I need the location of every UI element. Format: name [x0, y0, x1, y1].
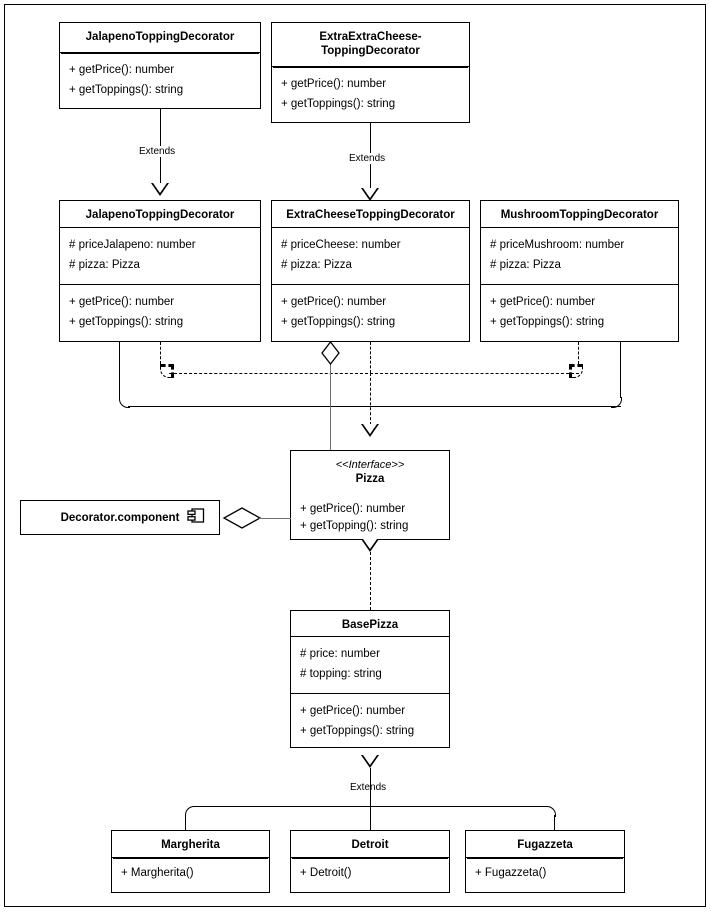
method-row: + getTopping(): string — [300, 520, 409, 532]
aggregation-diamond-extra-cheese — [320, 341, 341, 365]
edge-label-extends-base-pizza: Extends — [347, 782, 390, 793]
component-icon-shape — [187, 507, 205, 523]
class-name-extra-cheese-topping-decorator: ExtraCheeseToppingDecorator — [272, 201, 469, 228]
component-icon — [187, 507, 205, 528]
class-methods-extra-cheese-topping-decorator: + getPrice(): number + getToppings(): st… — [272, 285, 469, 341]
class-box-extra-cheese-topping-decorator[interactable]: ExtraCheeseToppingDecorator # priceChees… — [271, 200, 470, 342]
class-name-base-pizza: BasePizza — [291, 611, 449, 637]
class-box-mushroom-topping-decorator[interactable]: MushroomToppingDecorator # priceMushroom… — [480, 200, 679, 342]
realize-drop-to-pizza — [370, 373, 371, 425]
realize-corner-left — [160, 364, 174, 378]
class-box-base-pizza[interactable]: BasePizza # price: number # topping: str… — [290, 610, 450, 748]
realize-stub-jalapeno — [160, 342, 161, 364]
component-association-line — [259, 518, 291, 519]
component-box-decorator-component[interactable]: Decorator.component — [20, 500, 220, 535]
attribute-row: # priceJalapeno: number — [69, 239, 196, 251]
class-name-fugazzeta: Fugazzeta — [466, 831, 624, 858]
method-row: + getToppings(): string — [490, 316, 605, 328]
method-row: + getToppings(): string — [69, 84, 184, 96]
edge-label-extends-extra-cheese: Extends — [346, 153, 389, 164]
method-row: + Margherita() — [121, 867, 194, 879]
interface-name: Pizza — [355, 473, 385, 485]
class-box-jalapeno-topping-decorator[interactable]: JalapenoToppingDecorator # priceJalapeno… — [59, 200, 261, 342]
realize-stub-extra-cheese — [370, 342, 371, 373]
class-methods-extra-extra-cheese-topping-decorator: + getPrice(): number + getToppings(): st… — [272, 67, 469, 123]
class-box-pizza-interface[interactable]: <<Interface>> Pizza + getPrice(): number… — [290, 450, 450, 540]
class-attributes-extra-cheese-topping-decorator: # priceCheese: number # pizza: Pizza — [272, 228, 469, 285]
diamond-shape — [321, 341, 340, 365]
method-row: + getPrice(): number — [490, 296, 596, 308]
attribute-row: # pizza: Pizza — [69, 259, 140, 271]
aggregation-stub-left — [119, 342, 120, 398]
class-methods-base-pizza: + getPrice(): number + getToppings(): st… — [291, 694, 449, 750]
attribute-row: # topping: string — [300, 668, 382, 680]
class-methods-mushroom-topping-decorator: + getPrice(): number + getToppings(): st… — [481, 285, 678, 341]
page-border — [4, 4, 706, 907]
attribute-row: # price: number — [300, 648, 380, 660]
aggregation-diamond-component — [222, 506, 262, 530]
extends-bus-bottom — [194, 806, 546, 807]
class-name-mushroom-topping-decorator: MushroomToppingDecorator — [481, 201, 678, 228]
component-label: Decorator.component — [60, 511, 180, 524]
class-box-detroit[interactable]: Detroit + Detroit() — [290, 830, 450, 893]
method-row: + Fugazzeta() — [475, 867, 547, 879]
class-attributes-mushroom-topping-decorator: # priceMushroom: number # pizza: Pizza — [481, 228, 678, 285]
attribute-row: # priceMushroom: number — [490, 239, 625, 251]
class-name-extra-extra-cheese-topping-decorator: ExtraExtraCheese- ToppingDecorator — [272, 23, 469, 67]
method-row: + getPrice(): number — [281, 78, 387, 90]
aggregation-line-to-pizza — [330, 362, 331, 450]
extends-drop-margherita — [185, 815, 186, 830]
class-box-jalapeno-topping-decorator-top[interactable]: JalapenoToppingDecorator + getPrice(): n… — [59, 22, 261, 109]
method-row: + getPrice(): number — [281, 296, 387, 308]
edge-label-extends-jalapeno: Extends — [136, 146, 179, 157]
aggregation-stub-right — [620, 342, 621, 398]
extends-corner-right — [545, 806, 556, 817]
class-name-jalapeno-topping-decorator: JalapenoToppingDecorator — [60, 201, 260, 228]
attribute-row: # priceCheese: number — [281, 239, 401, 251]
class-box-fugazzeta[interactable]: Fugazzeta + Fugazzeta() — [465, 830, 625, 893]
class-methods-jalapeno-topping-decorator-top: + getPrice(): number + getToppings(): st… — [60, 53, 260, 109]
method-row: + Detroit() — [300, 867, 352, 879]
method-row: + getPrice(): number — [69, 64, 175, 76]
aggregation-bus — [128, 406, 621, 407]
method-row: + getPrice(): number — [300, 503, 406, 515]
class-name-margherita: Margherita — [112, 831, 269, 858]
aggregation-corner-left — [119, 397, 130, 408]
class-methods-fugazzeta: + Fugazzeta() — [466, 858, 624, 889]
realize-corner-right — [569, 364, 583, 378]
method-row: + getPrice(): number — [69, 296, 175, 308]
realize-stub-mushroom — [578, 342, 579, 364]
extends-corner-left — [185, 806, 196, 817]
method-row: + getToppings(): string — [281, 316, 396, 328]
attribute-row: # pizza: Pizza — [281, 259, 352, 271]
class-box-margherita[interactable]: Margherita + Margherita() — [111, 830, 270, 893]
realize-bus — [169, 373, 579, 374]
diamond-shape-component — [222, 507, 262, 529]
class-name-line-2: ToppingDecorator — [321, 45, 420, 57]
stereotype-interface: <<Interface>> — [335, 459, 405, 471]
method-row: + getPrice(): number — [300, 705, 406, 717]
class-name-line-1: ExtraExtraCheese- — [319, 31, 422, 43]
attribute-row: # pizza: Pizza — [490, 259, 561, 271]
class-attributes-jalapeno-topping-decorator: # priceJalapeno: number # pizza: Pizza — [60, 228, 260, 285]
extends-trunk-base-pizza — [370, 768, 371, 830]
method-row: + getToppings(): string — [281, 98, 396, 110]
extends-drop-fugazzeta — [554, 815, 555, 830]
class-attributes-base-pizza: # price: number # topping: string — [291, 637, 449, 694]
class-name-pizza-interface: <<Interface>> Pizza — [291, 451, 449, 495]
class-name-detroit: Detroit — [291, 831, 449, 858]
class-methods-margherita: + Margherita() — [112, 858, 269, 889]
realize-base-pizza-line — [370, 552, 371, 610]
class-methods-pizza-interface: + getPrice(): number + getTopping(): str… — [291, 495, 449, 541]
method-row: + getToppings(): string — [300, 725, 415, 737]
class-name-jalapeno-topping-decorator-top: JalapenoToppingDecorator — [60, 23, 260, 53]
class-methods-jalapeno-topping-decorator: + getPrice(): number + getToppings(): st… — [60, 285, 260, 341]
class-methods-detroit: + Detroit() — [291, 858, 449, 889]
class-box-extra-extra-cheese-topping-decorator[interactable]: ExtraExtraCheese- ToppingDecorator + get… — [271, 22, 470, 123]
method-row: + getToppings(): string — [69, 316, 184, 328]
